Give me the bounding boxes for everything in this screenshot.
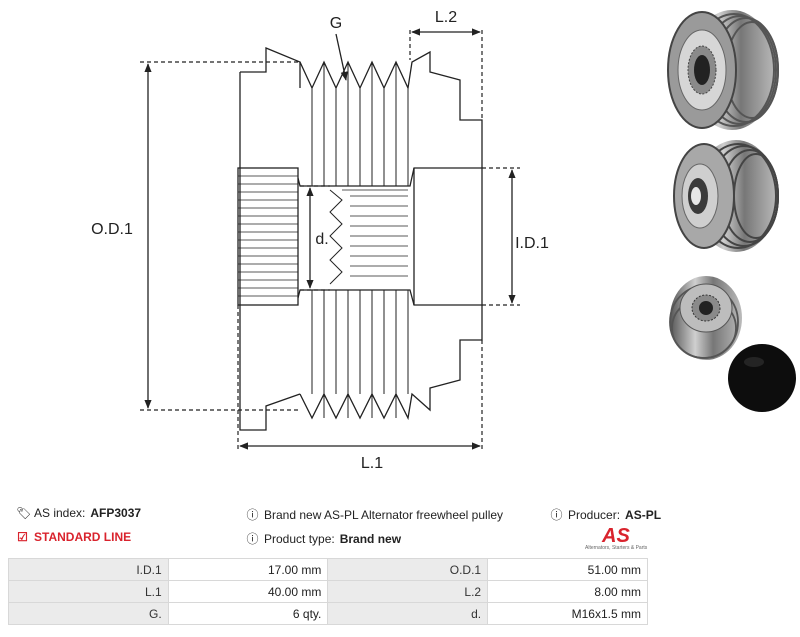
pulley-grooves-bottom — [299, 305, 483, 421]
spec-label: L.1 — [8, 580, 169, 603]
product-line-label: STANDARD LINE — [34, 530, 132, 544]
product-type: ⓘ Product type: Brand new — [246, 530, 401, 547]
product-type-label: Product type: — [264, 531, 335, 546]
spec-label: G. — [8, 602, 169, 625]
spec-table: I.D.1 17.00 mm O.D.1 51.00 mm L.1 40.00 … — [8, 558, 648, 625]
pulley-technical-drawing: G L.2 O.D.1 d. I.D.1 L.1 — [91, 9, 549, 472]
description-text: Brand new AS-PL Alternator freewheel pul… — [264, 507, 504, 522]
spec-label: I.D.1 — [8, 558, 169, 581]
producer: ⓘ Producer: AS-PL — [550, 506, 661, 523]
spec-label: L.2 — [327, 580, 489, 603]
thread-profile — [329, 189, 343, 285]
as-index: 🏷 AS index: AFP3037 — [16, 506, 141, 520]
spec-label: d. — [327, 602, 489, 625]
product-type-value: Brand new — [339, 531, 402, 546]
spec-value: 6 qty. — [167, 602, 329, 625]
label-d: d. — [315, 231, 328, 248]
label-l2: L.2 — [435, 9, 457, 26]
pulley-outline — [239, 47, 301, 431]
info-icon: ⓘ — [246, 508, 259, 522]
spec-value: M16x1.5 mm — [487, 602, 648, 625]
pulley-bore — [297, 167, 483, 306]
producer-label: Producer: — [568, 507, 621, 522]
description: ⓘ Brand new AS-PL Alternator freewheel p… — [246, 506, 503, 523]
table-row: G. 6 qty. d. M16x1.5 mm — [8, 602, 648, 625]
spec-value: 51.00 mm — [487, 558, 648, 581]
label-id1: I.D.1 — [515, 235, 549, 252]
logo-subtitle: Alternators, Starters & Parts — [585, 545, 648, 551]
product-line: ☑ STANDARD LINE — [16, 530, 131, 544]
spec-value: 40.00 mm — [167, 580, 329, 603]
info-icon: ⓘ — [550, 508, 563, 522]
label-l1: L.1 — [361, 455, 383, 472]
as-index-label: AS index: — [34, 506, 86, 520]
product-photo-top — [667, 10, 779, 130]
as-pl-logo: AS — [601, 525, 630, 547]
table-row: L.1 40.00 mm L.2 8.00 mm — [8, 580, 648, 603]
table-row: I.D.1 17.00 mm O.D.1 51.00 mm — [8, 558, 648, 581]
hub-knurl — [237, 167, 299, 306]
spec-value: 17.00 mm — [167, 558, 329, 581]
as-index-value: AFP3037 — [90, 506, 142, 520]
label-od1: O.D.1 — [91, 221, 133, 238]
product-photo-middle — [673, 140, 779, 252]
pulley-grooves-top — [299, 50, 483, 168]
label-g: G — [330, 15, 342, 32]
producer-value: AS-PL — [625, 507, 662, 522]
protective-cap-photo — [728, 344, 796, 412]
product-photo-bottom — [669, 276, 742, 360]
spec-label: O.D.1 — [327, 558, 489, 581]
svg-text:AS: AS — [601, 525, 630, 547]
checkbox-icon: ☑ — [17, 530, 28, 544]
tag-icon: 🏷 — [16, 506, 32, 520]
spec-value: 8.00 mm — [487, 580, 648, 603]
info-icon: ⓘ — [246, 532, 259, 546]
